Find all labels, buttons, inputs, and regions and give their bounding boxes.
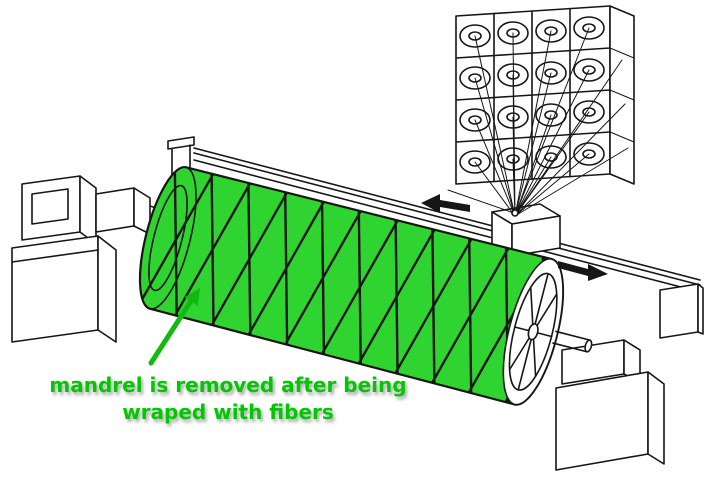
track-end-support [659,283,699,339]
guide-wire [447,189,515,214]
console-screen [31,188,69,225]
tailstock-pedestal-side [647,371,665,465]
console-side [79,175,97,245]
carriage-direction-arrow-right [558,261,608,281]
annotation-arrow [148,288,200,366]
annotation-arrowhead [184,288,200,306]
fiber-eyelet [511,209,519,217]
tailstock-support [555,339,665,471]
mandrel-left-end [139,166,197,310]
end-wheel [502,258,564,406]
fiber-strands [447,27,629,217]
motor-front [95,187,135,233]
fiber-spool-rack [455,5,635,185]
drive-machine [11,175,163,343]
wheel-spokes [508,272,558,391]
track-post-cap [167,136,195,150]
tailstock-pedestal-front [555,371,649,471]
caption-line-2: wraped with fibers [122,400,334,424]
mandrel [128,159,593,411]
caption: mandrel is removed after being wraped wi… [26,372,430,426]
mandrel-left-end-ring [148,184,188,292]
caption-line-1: mandrel is removed after being [49,373,407,397]
mandrel-shaft [552,330,593,353]
carriage-direction-arrow-left [421,194,470,213]
machine-base-side [97,235,117,343]
wheel-hub [527,323,539,341]
